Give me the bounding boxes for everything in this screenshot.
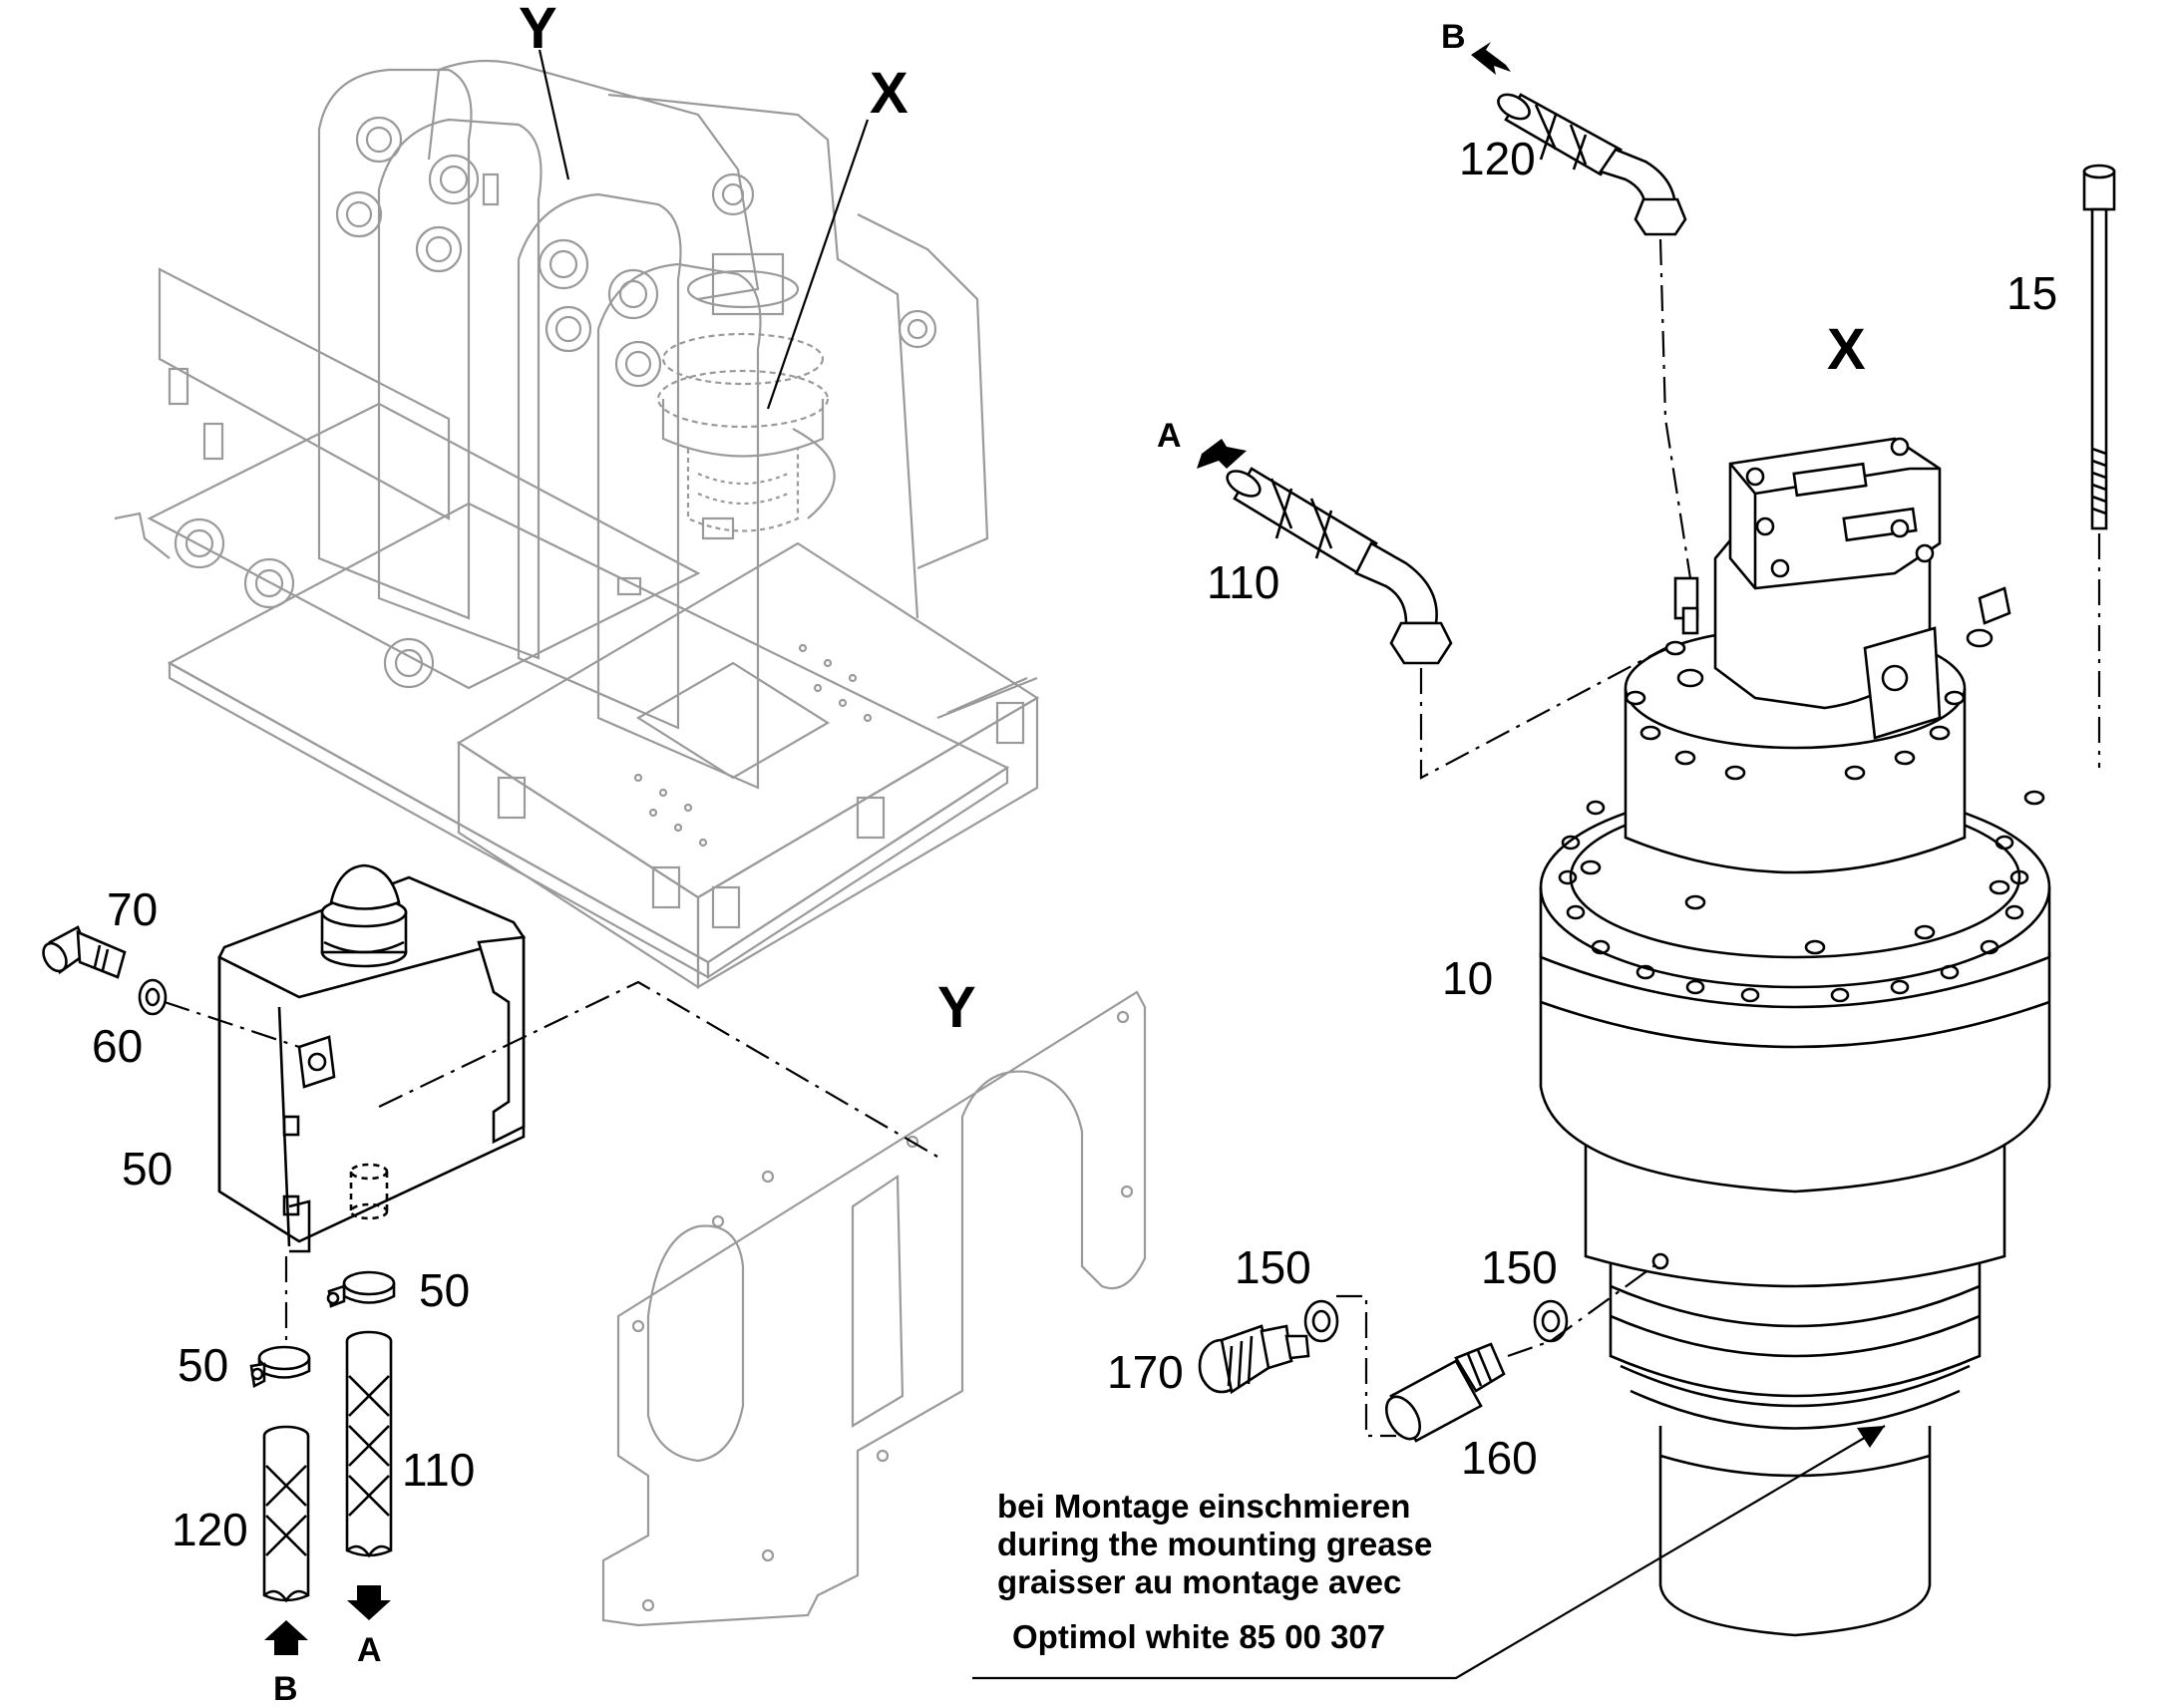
bolt-15: [2082, 164, 2116, 530]
hose-120-left: [262, 1425, 310, 1603]
note-lubricant: Optimol white 85 00 307: [1012, 1618, 1385, 1655]
callout-50-clamp-lower: 50: [178, 1339, 228, 1391]
flow-label-a-left: A: [357, 1631, 382, 1669]
callout-60: 60: [92, 1020, 143, 1072]
cover-bolts: [1580, 640, 2045, 955]
hose-110-right: [1226, 467, 1453, 665]
mounting-plate-y: [601, 990, 1147, 1627]
flow-arrow-a-in: [1197, 439, 1247, 469]
callout-150-left: 150: [1235, 1241, 1311, 1293]
flange-bolt-holes: [1558, 800, 2029, 1003]
bolt-axis-line: [164, 1000, 300, 1049]
fitting-160: [1384, 1342, 1506, 1443]
callout-160: 160: [1461, 1432, 1538, 1484]
note-leader-line: [972, 1425, 1886, 1680]
note-leader-arrowhead: [1857, 1426, 1885, 1448]
washer-150-left: [1303, 1299, 1339, 1343]
flow-label-b-right: B: [1441, 18, 1466, 56]
fitting-motor-axis-line: [1507, 1260, 1661, 1358]
hose-120-connection-line: [1658, 238, 1692, 579]
note-line-english: during the mounting grease: [997, 1526, 1432, 1562]
callout-50-tank: 50: [122, 1143, 173, 1195]
plug-170: [1198, 1324, 1310, 1395]
note-line-french: graisser au montage avec: [997, 1563, 1401, 1600]
oil-tank: [217, 863, 527, 1253]
overview-drive-motor: [656, 252, 836, 540]
callout-15: 15: [2006, 267, 2057, 319]
callout-170: 170: [1107, 1346, 1184, 1398]
flow-label-a-right: A: [1157, 417, 1182, 455]
callout-10: 10: [1442, 952, 1493, 1004]
callout-150-right: 150: [1481, 1241, 1558, 1293]
hose-clamp-upper: [326, 1270, 396, 1308]
view-x-label: X: [870, 61, 908, 126]
hose-120-right: [1497, 93, 1687, 236]
callout-120-left: 120: [172, 1504, 248, 1555]
view-x-leader: [766, 119, 870, 410]
callout-70: 70: [107, 883, 158, 935]
callout-110-left: 110: [402, 1444, 475, 1496]
perforation-dots: [633, 643, 873, 848]
flow-arrow-a-down: [347, 1585, 391, 1620]
hose-110-left: [345, 1330, 393, 1558]
tank-plate-axis-line: [378, 980, 938, 1158]
plug-fitting-axis-line: [1336, 1294, 1396, 1438]
bolt-70: [42, 925, 127, 979]
note-line-german: bei Montage einschmieren: [997, 1488, 1410, 1525]
flow-label-b-left: B: [273, 1670, 298, 1708]
view-y-label: Y: [519, 0, 557, 61]
flow-arrow-b-out: [1471, 42, 1511, 75]
hose-110-connection-line: [1419, 647, 1666, 780]
callout-120-right: 120: [1459, 133, 1536, 184]
plate-y-label: Y: [937, 975, 976, 1040]
washer-60: [138, 978, 168, 1016]
hose-clamp-lower: [249, 1345, 311, 1388]
callout-110-right: 110: [1207, 556, 1279, 608]
washer-150-right: [1533, 1299, 1569, 1343]
overview-assembly: [114, 49, 1040, 990]
flow-arrow-b-up: [264, 1620, 308, 1655]
callout-50-clamp-upper: 50: [419, 1264, 470, 1316]
motor-x-label: X: [1827, 317, 1866, 382]
travel-gear-motor-10: [1539, 437, 2051, 1637]
view-y-leader: [538, 49, 570, 180]
